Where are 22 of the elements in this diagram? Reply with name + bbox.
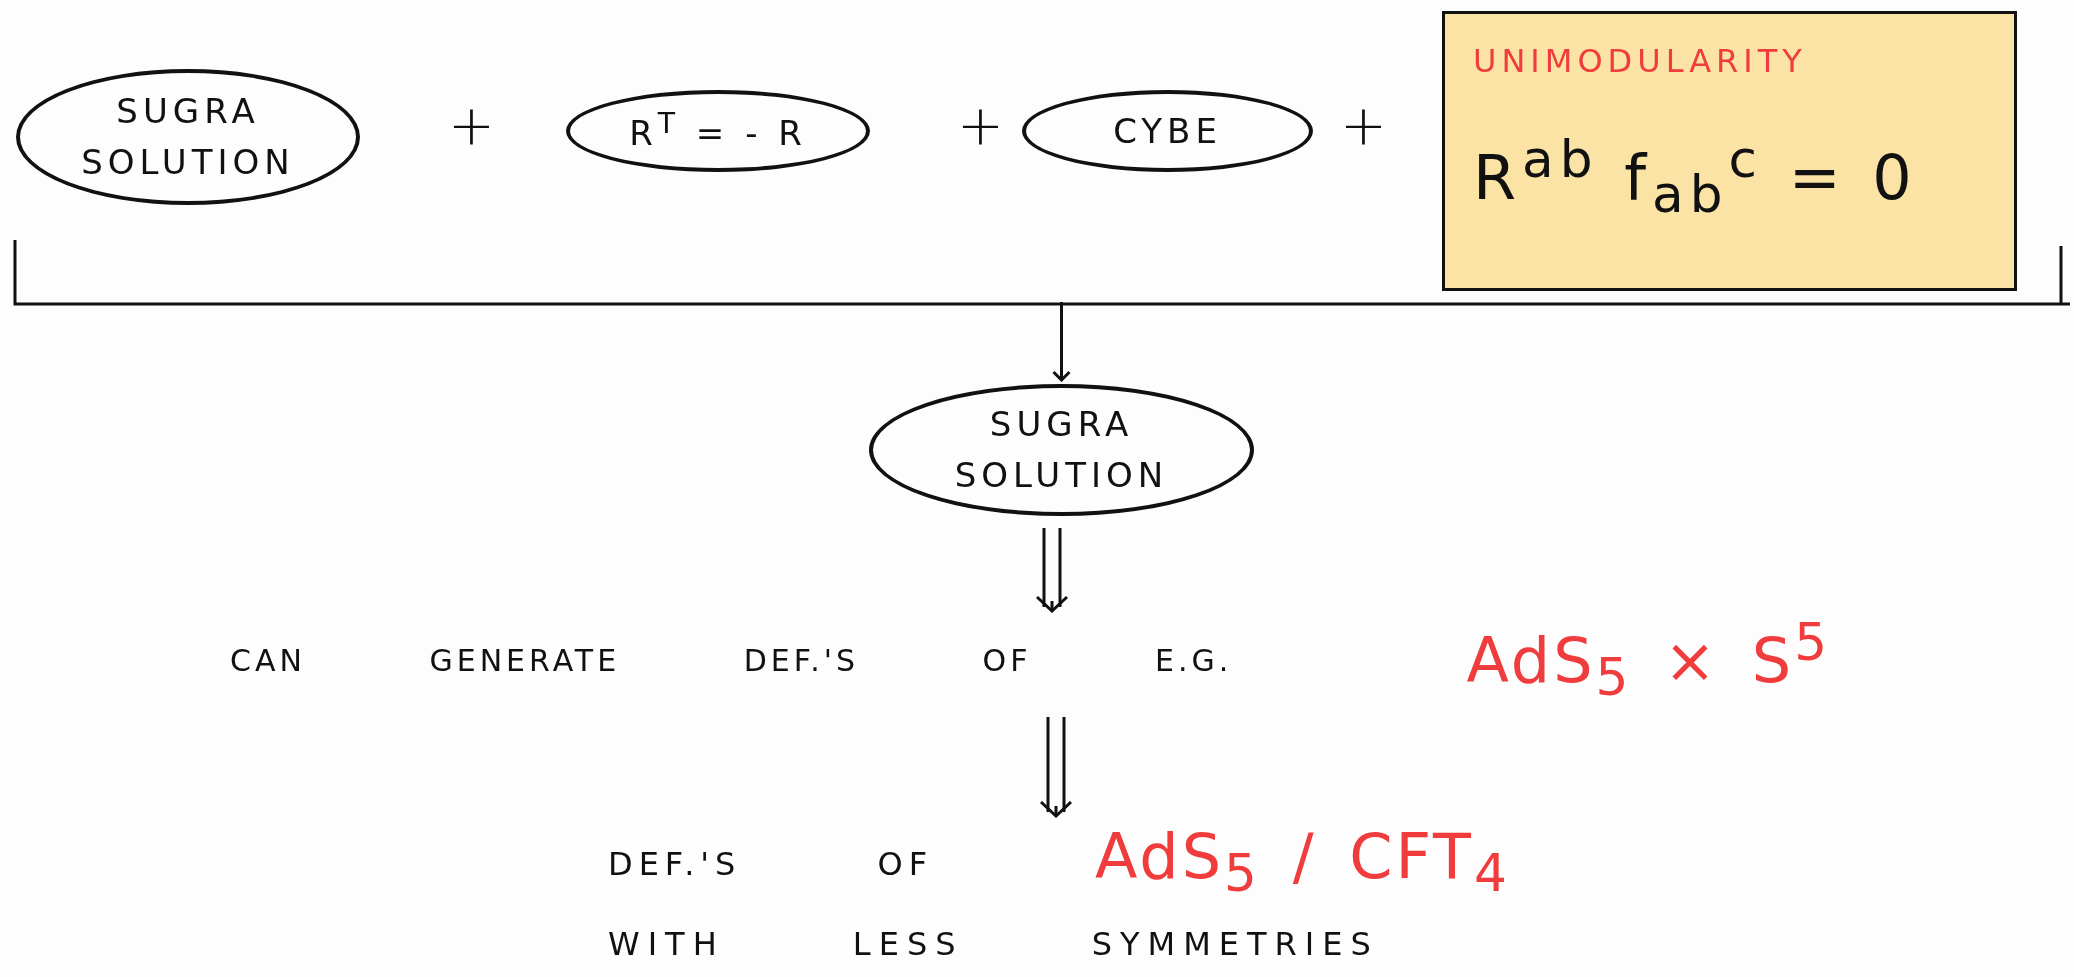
node-text: R$^{T}$ = - R bbox=[629, 105, 807, 156]
formula: R$^{ab}$ f$_{ab}$$^{c}$ = 0 bbox=[1473, 129, 1918, 225]
node-text: SUGRA SOLUTION bbox=[80, 90, 296, 184]
double-arrow bbox=[1035, 526, 1069, 613]
formula: AdS$_{5}$ × S$^{5}$ bbox=[1466, 612, 1830, 708]
statement-text: CAN GENERATE DEF.'S OF E.G. bbox=[230, 642, 1233, 678]
highlight-box bbox=[1442, 11, 2017, 291]
double-arrow bbox=[1039, 715, 1073, 818]
oval-node bbox=[1022, 90, 1313, 172]
oval-node bbox=[16, 69, 360, 205]
statement-text: DEF.'S OF bbox=[608, 845, 934, 883]
formula: AdS$_{5}$ / CFT$_{4}$ bbox=[1095, 820, 1510, 904]
plus-sign: + bbox=[1340, 92, 1387, 157]
oval-node bbox=[869, 384, 1254, 516]
statement-text: WITH LESS SYMMETRIES bbox=[608, 925, 1379, 963]
arrow bbox=[1052, 302, 1071, 382]
node-text: SUGRA SOLUTION bbox=[953, 403, 1170, 497]
box-heading: UNIMODULARITY bbox=[1473, 42, 1807, 80]
oval-node bbox=[566, 90, 870, 172]
plus-sign: + bbox=[957, 92, 1004, 157]
plus-sign: + bbox=[448, 92, 495, 157]
node-text: CYBE bbox=[1113, 109, 1222, 153]
